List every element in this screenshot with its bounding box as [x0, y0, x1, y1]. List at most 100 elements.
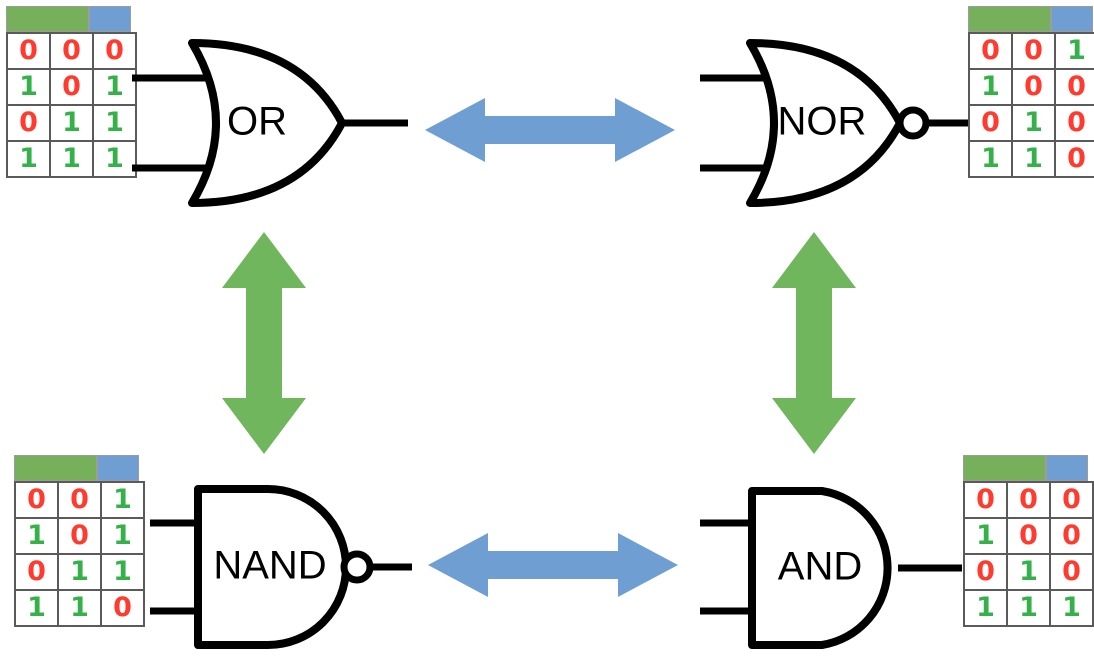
table-row: 0 1 1	[6, 104, 137, 142]
cell-out: 1	[1054, 32, 1094, 70]
truth-table-grid: 0 0 0 1 0 1 0 1 1 1 1 1	[6, 32, 137, 178]
or-gate-body	[188, 39, 346, 207]
cell-a: 1	[14, 589, 59, 627]
cell-a: 1	[963, 589, 1008, 627]
table-row: 1 0 1	[14, 517, 145, 555]
output-header-block	[1051, 6, 1093, 32]
cell-out: 0	[1049, 553, 1094, 591]
cell-out: 0	[1054, 104, 1094, 142]
cell-b: 1	[1011, 104, 1056, 142]
truth-table-nand: 0 0 1 1 0 1 0 1 1 1 1 0	[14, 455, 145, 627]
table-row: 1 1 1	[6, 140, 137, 178]
gate-label-nor: NOR	[778, 100, 867, 144]
and-gate-body	[748, 487, 892, 649]
truth-table-header	[14, 455, 139, 481]
cell-b: 1	[57, 553, 102, 591]
cell-b: 1	[1006, 553, 1051, 591]
table-row: 1 1 0	[968, 140, 1094, 178]
truth-table-or: 0 0 0 1 0 1 0 1 1 1 1 1	[6, 6, 137, 178]
table-row: 0 1 1	[14, 553, 145, 591]
double-headed-arrow-icon	[425, 98, 675, 162]
cell-out: 0	[1049, 481, 1094, 519]
cell-b: 0	[1011, 68, 1056, 106]
arrow-nand-and-equivalence	[428, 530, 678, 600]
cell-a: 0	[6, 104, 51, 142]
arrow-or-nor-equivalence	[425, 95, 675, 165]
cell-b: 1	[57, 589, 102, 627]
cell-b: 0	[57, 481, 102, 519]
table-row: 1 0 1	[6, 68, 137, 106]
cell-out: 0	[100, 589, 145, 627]
cell-out: 0	[1054, 68, 1094, 106]
truth-table-header	[6, 6, 131, 32]
output-header-block	[97, 455, 139, 481]
cell-a: 1	[14, 517, 59, 555]
inputs-header-block	[968, 6, 1051, 32]
cell-a: 1	[968, 68, 1013, 106]
truth-table-grid: 0 0 1 1 0 0 0 1 0 1 1 0	[968, 32, 1094, 178]
truth-table-and: 0 0 0 1 0 0 0 1 0 1 1 1	[963, 455, 1094, 627]
cell-b: 1	[1006, 589, 1051, 627]
cell-a: 1	[6, 68, 51, 106]
cell-b: 1	[49, 104, 94, 142]
cell-a: 0	[968, 104, 1013, 142]
table-row: 1 1 1	[963, 589, 1094, 627]
double-headed-arrow-icon	[772, 232, 856, 454]
cell-out: 0	[1054, 140, 1094, 178]
inversion-bubble-icon	[896, 106, 930, 140]
cell-b: 0	[49, 32, 94, 70]
truth-table-grid: 0 0 0 1 0 0 0 1 0 1 1 1	[963, 481, 1094, 627]
cell-a: 0	[14, 481, 59, 519]
gate-and: AND	[700, 465, 980, 655]
output-header-block	[1046, 455, 1088, 481]
gate-nand: NAND	[150, 465, 430, 655]
cell-a: 1	[963, 517, 1008, 555]
inputs-header-block	[963, 455, 1046, 481]
cell-a: 0	[963, 481, 1008, 519]
cell-a: 0	[6, 32, 51, 70]
cell-a: 0	[968, 32, 1013, 70]
inputs-header-block	[14, 455, 97, 481]
gate-or: OR	[130, 20, 410, 230]
cell-b: 0	[57, 517, 102, 555]
truth-table-header	[968, 6, 1093, 32]
arrow-nor-and-equivalence	[768, 232, 860, 454]
gate-label-or: OR	[227, 100, 287, 144]
nor-gate-body	[746, 39, 904, 207]
cell-out: 0	[1049, 517, 1094, 555]
cell-b: 0	[49, 68, 94, 106]
table-row: 0 0 0	[963, 481, 1094, 519]
table-row: 1 0 0	[968, 68, 1094, 106]
cell-b: 1	[1011, 140, 1056, 178]
cell-a: 1	[968, 140, 1013, 178]
table-row: 0 0 1	[14, 481, 145, 519]
output-header-block	[89, 6, 131, 32]
table-row: 1 1 0	[14, 589, 145, 627]
cell-out: 0	[92, 32, 137, 70]
table-row: 0 1 0	[963, 553, 1094, 591]
cell-a: 1	[6, 140, 51, 178]
arrow-or-nand-equivalence	[218, 232, 310, 454]
gate-label-nand: NAND	[213, 544, 326, 588]
cell-out: 1	[1049, 589, 1094, 627]
truth-table-nor: 0 0 1 1 0 0 0 1 0 1 1 0	[968, 6, 1094, 178]
double-headed-arrow-icon	[222, 232, 306, 454]
cell-a: 0	[14, 553, 59, 591]
cell-b: 0	[1006, 517, 1051, 555]
cell-a: 0	[963, 553, 1008, 591]
table-row: 0 0 0	[6, 32, 137, 70]
table-row: 0 0 1	[968, 32, 1094, 70]
inputs-header-block	[6, 6, 89, 32]
cell-b: 0	[1006, 481, 1051, 519]
cell-out: 1	[92, 104, 137, 142]
double-headed-arrow-icon	[428, 533, 678, 597]
cell-out: 1	[100, 517, 145, 555]
cell-out: 1	[92, 140, 137, 178]
cell-out: 1	[100, 481, 145, 519]
cell-out: 1	[100, 553, 145, 591]
cell-out: 1	[92, 68, 137, 106]
truth-table-grid: 0 0 1 1 0 1 0 1 1 1 1 0	[14, 481, 145, 627]
cell-b: 1	[49, 140, 94, 178]
truth-table-header	[963, 455, 1088, 481]
